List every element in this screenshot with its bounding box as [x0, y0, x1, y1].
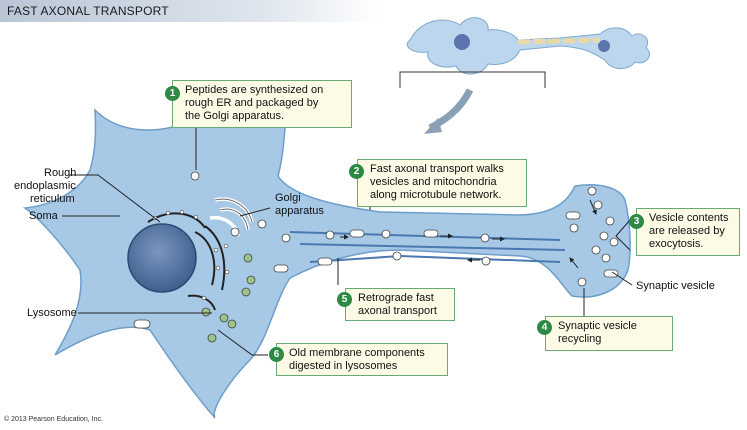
synaptic-vesicle-label: Synaptic vesicle — [636, 280, 715, 292]
title-bar: FAST AXONAL TRANSPORT — [0, 0, 380, 22]
soma-mitochondria — [133, 264, 289, 329]
step-3-callout: Vesicle contents are released by exocyto… — [636, 208, 740, 256]
axon-vesicles — [317, 229, 491, 266]
soma-label: Soma — [29, 210, 58, 222]
soma-vesicles — [190, 171, 291, 343]
step-3-badge: 3 — [629, 214, 644, 229]
terminal-vesicles — [565, 186, 619, 287]
rough-er-label: Rough endoplasmic reticulum — [14, 167, 79, 205]
page-title: FAST AXONAL TRANSPORT — [7, 4, 169, 18]
step-6-callout: Old membrane components digested in lyso… — [276, 343, 448, 376]
step-4-badge: 4 — [537, 320, 552, 335]
step-2-callout: Fast axonal transport walks vesicles and… — [357, 159, 527, 207]
step-5-callout: Retrograde fast axonal transport — [345, 288, 455, 321]
step-5-badge: 5 — [337, 292, 352, 307]
copyright: © 2013 Pearson Education, Inc. — [4, 416, 103, 423]
step-1-badge: 1 — [165, 86, 180, 101]
step-1-callout: Peptides are synthesized on rough ER and… — [172, 80, 352, 128]
step-6-badge: 6 — [269, 347, 284, 362]
lysosome-label: Lysosome — [27, 307, 77, 319]
step-4-callout: Synaptic vesicle recycling — [545, 316, 673, 351]
nucleus — [127, 223, 197, 293]
step-2-badge: 2 — [349, 164, 364, 179]
golgi-label: Golgi apparatus — [275, 192, 324, 217]
neuron-cell-body — [22, 86, 631, 419]
neuron-inset — [399, 17, 650, 134]
